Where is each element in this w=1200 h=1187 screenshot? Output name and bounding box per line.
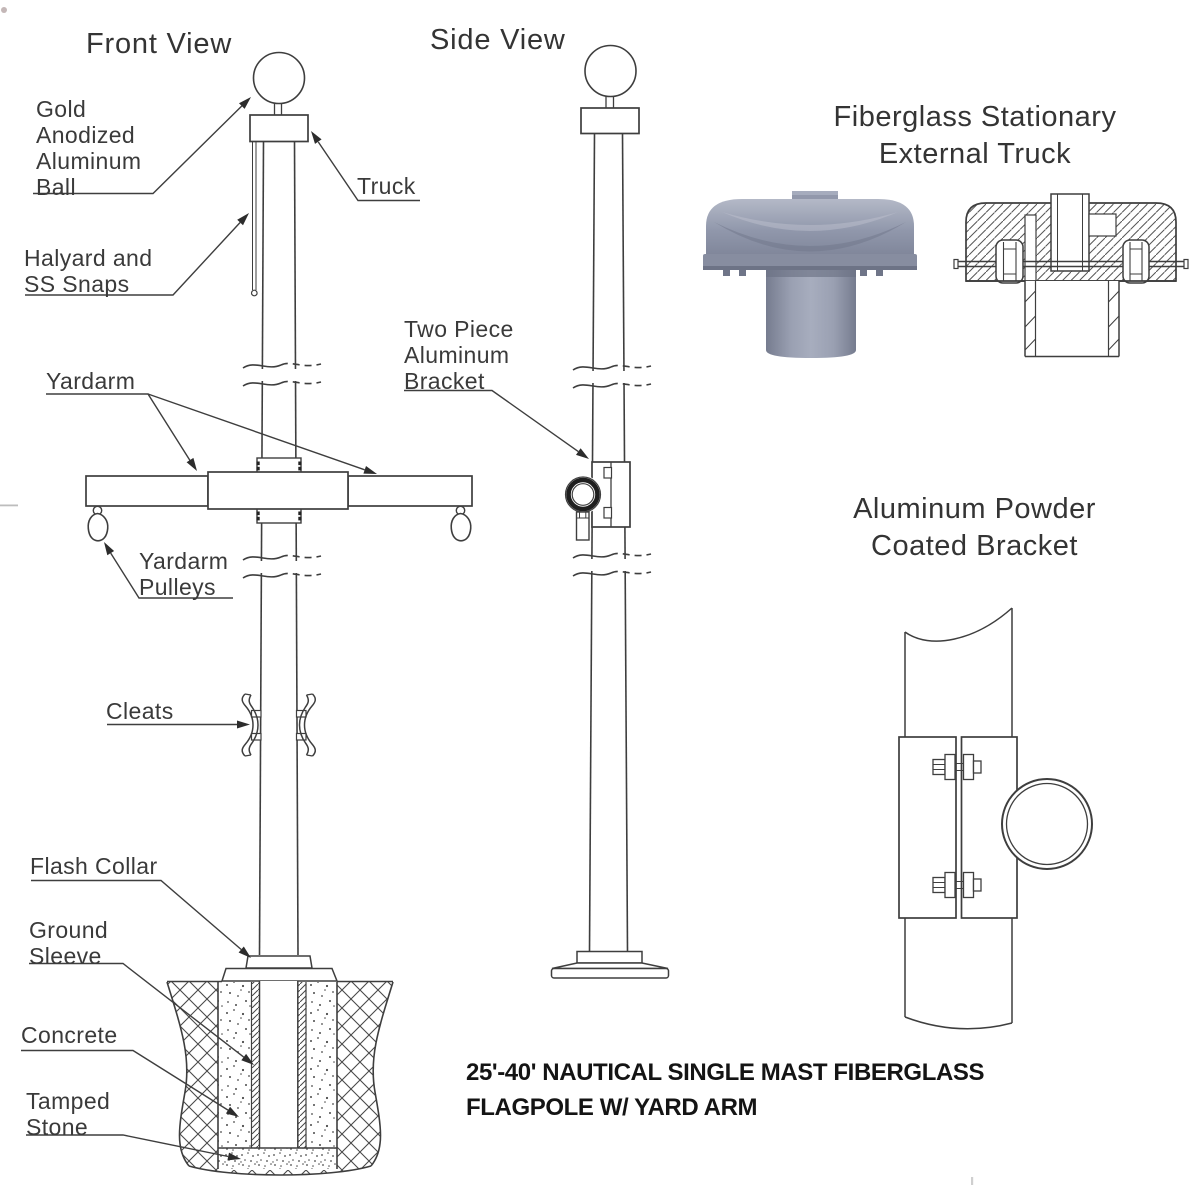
yardarm-pulley-right [450,505,472,542]
front-view-drawing [85,51,473,1176]
leader-lines [21,97,589,1161]
diagram-caption: 25'-40' NAUTICAL SINGLE MAST FIBERGLASS … [466,1059,985,1121]
callout-truck: Truck [357,173,416,199]
fiberglass-truck-render [703,191,917,358]
powder-bracket-drawing [898,607,1093,1030]
bracket-detail-title: Aluminum Powder Coated Bracket [853,493,1096,562]
callout-yardarm: Yardarm [46,368,136,394]
bracket-bolt-top [932,753,982,781]
side-base-drawing [550,950,670,979]
callout-flash-collar: Flash Collar [30,853,158,879]
cleats-drawing [241,693,316,757]
side-view-title: Side View [430,24,566,56]
bracket-bolt-bottom [932,871,982,899]
flash-collar-drawing [220,955,339,982]
front-view-title: Front View [86,28,233,60]
callout-halyard: Halyard and SS Snaps [24,245,153,297]
scan-artifacts [0,7,974,1185]
truck-detail-title: Fiberglass Stationary External Truck [833,101,1117,170]
callout-two-piece-bracket: Two Piece Aluminum Bracket [404,316,514,394]
callout-gold-ball: Gold Anodized Aluminum Ball [36,96,142,200]
truck-section-drawing [953,193,1189,358]
callout-concrete: Concrete [21,1022,118,1048]
flag-ring [1001,778,1093,870]
yardarm-pulley-left [87,505,109,542]
callout-cleats: Cleats [106,698,174,724]
callout-ground-sleeve: Ground Sleeve [29,917,109,969]
snap-ring [564,475,602,541]
side-view-drawing [550,44,670,979]
callout-yardarm-pulleys: Yardarm Pulleys [139,548,229,600]
truck-pulley-left [995,239,1024,284]
foundation-drawing [166,980,394,1176]
truck-pulley-right [1122,239,1150,284]
callout-tamped-stone: Tamped Stone [26,1088,111,1140]
